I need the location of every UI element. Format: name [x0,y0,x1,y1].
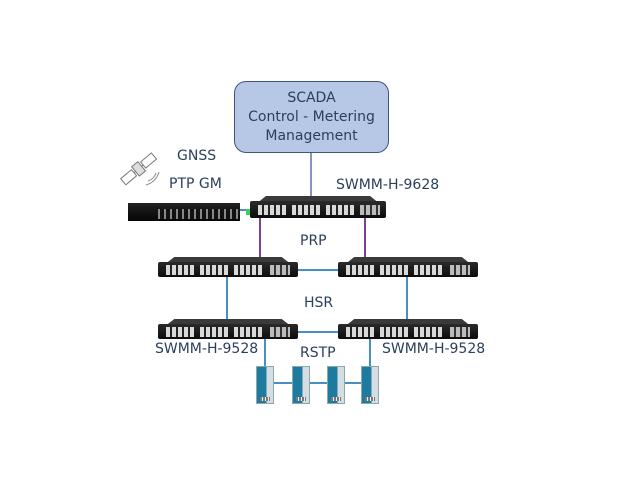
sfp-ports [270,265,290,275]
rstp-field-device-2 [292,366,310,404]
port-group [234,327,262,337]
port-group [380,327,408,337]
edge-switch-right-label: SWMM-H-9528 [382,341,486,357]
scada-subtitle: Control - Metering [248,108,375,125]
prp-switch-left-device [158,262,298,277]
port-group [166,327,194,337]
sfp-ports [360,205,380,215]
scada-title: SCADA [287,89,336,106]
port-group [346,327,374,337]
core-switch-device [250,201,386,218]
rstp-label: RSTP [300,345,336,361]
port-group [200,265,228,275]
port-group [200,327,228,337]
core-switch-label: SWMM-H-9628 [336,177,440,193]
ptp-gm-label: PTP GM [169,176,222,192]
rstp-field-device-4 [361,366,379,404]
edge-switch-left-device [158,324,298,339]
scada-box: SCADA Control - Metering Management [234,81,389,153]
satellite-icon [119,152,160,186]
port-group [234,265,262,275]
ptp-grandmaster-device [128,203,270,221]
port-group [166,265,194,275]
port-group [258,205,286,215]
sfp-ports [450,327,470,337]
port-group [326,205,354,215]
rstp-field-device-1 [256,366,274,404]
port-group [414,327,442,337]
prp-label: PRP [300,233,327,249]
prp-switch-right-device [338,262,478,277]
rstp-field-device-3 [327,366,345,404]
hsr-label: HSR [304,295,334,311]
port-group [346,265,374,275]
gm-front-panel [158,209,238,219]
edge-switch-left-label: SWMM-H-9528 [155,341,259,357]
scada-subtitle-2: Management [265,127,358,144]
gnss-label: GNSS [177,148,217,164]
sfp-ports [450,265,470,275]
edge-switch-right-device [338,324,478,339]
port-group [414,265,442,275]
sfp-ports [270,327,290,337]
port-group [292,205,320,215]
port-group [380,265,408,275]
